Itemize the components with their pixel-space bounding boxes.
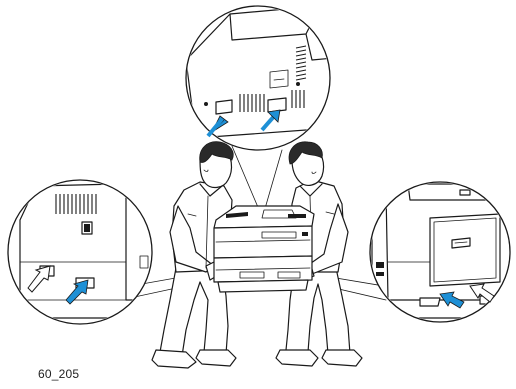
left-arrow-filled [65,279,89,305]
top-lower-vent [239,94,265,112]
right-arrow-filled [439,291,465,309]
left-top-vent [55,194,97,214]
figure-code-label: 60_205 [38,367,80,381]
top-right-handle-recess [267,97,287,113]
callout-left-side [7,179,153,325]
left-person [151,141,237,369]
top-right-lower-vent [291,90,305,108]
top-arrow-left-shaft [206,117,224,138]
callout-right-side [369,181,511,323]
top-left-handle-recess [215,99,233,115]
left-arrow-outline [27,265,51,293]
callout-top-rear [185,5,331,151]
top-arrow-right [267,109,281,123]
right-arrow-outline [469,283,495,303]
printer [213,205,315,293]
top-right-vent [295,45,307,81]
